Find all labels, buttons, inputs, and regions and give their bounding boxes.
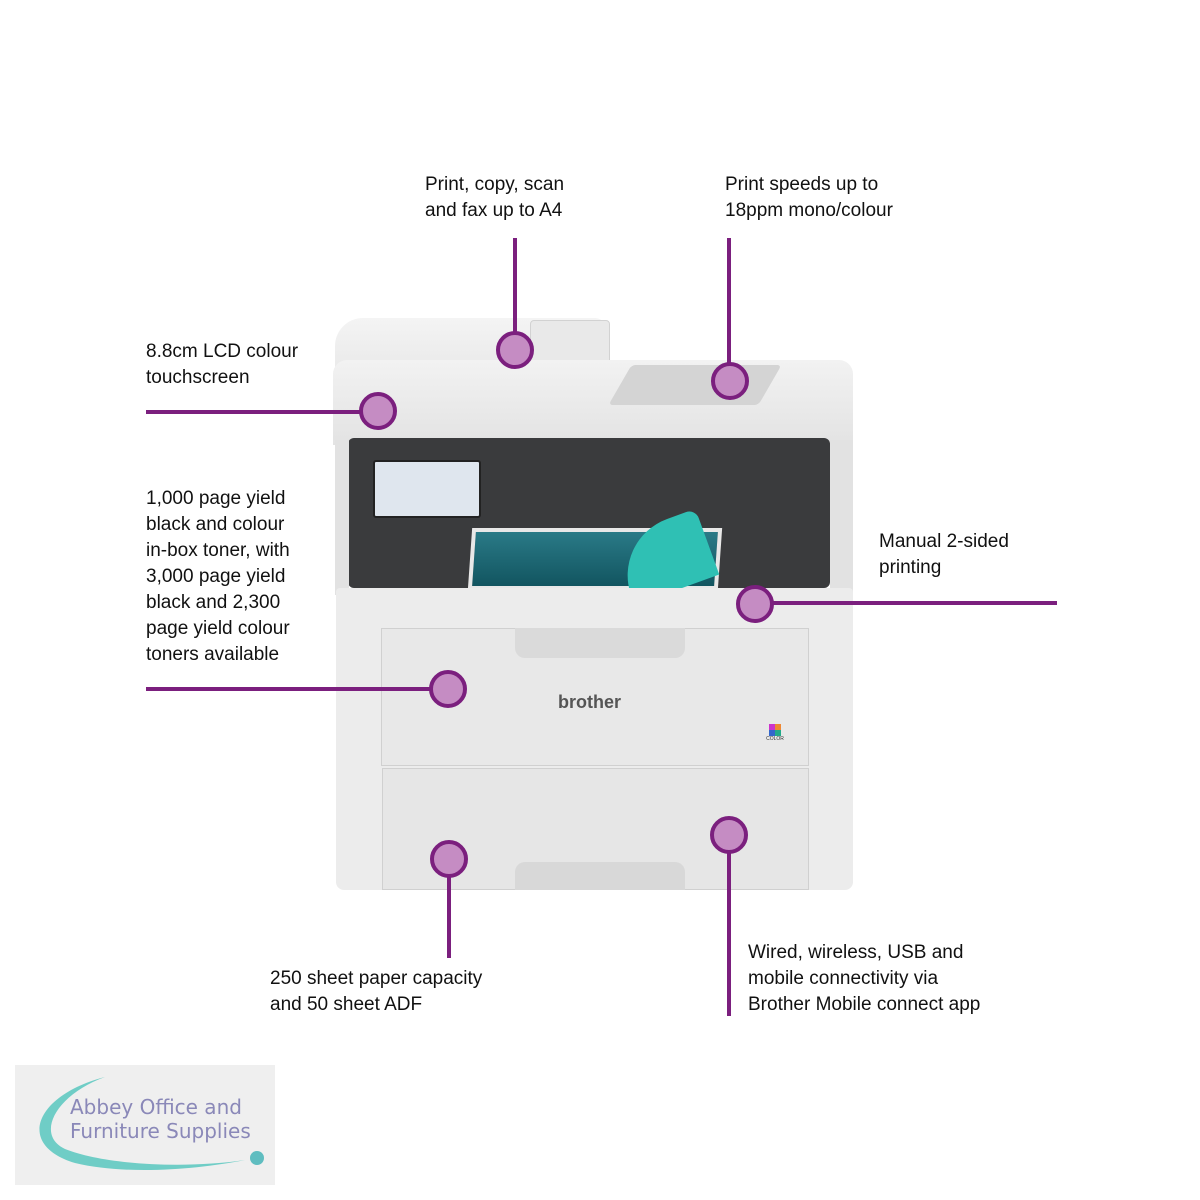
- lcd-screen: [373, 460, 481, 518]
- brand-logo: brother: [558, 692, 621, 712]
- callout-speed-marker: [711, 362, 749, 400]
- callout-functions-text: Print, copy, scan and fax up to A4: [425, 174, 565, 221]
- callout-toner-marker: [429, 670, 467, 708]
- printer-side: [830, 440, 853, 595]
- callout-connectivity-text: Wired, wireless, USB and mobile connecti…: [748, 942, 981, 1015]
- color-badge-icon: [769, 724, 781, 736]
- logo-swoosh-icon: [39, 1077, 264, 1171]
- color-badge: COLOR: [762, 724, 788, 750]
- callout-speed-text: Print speeds up to 18ppm mono/colour: [725, 174, 893, 221]
- callout-paper-marker: [430, 840, 468, 878]
- callout-speed-line: [727, 238, 731, 368]
- callout-paper-text: 250 sheet paper capacity and 50 sheet AD…: [270, 968, 483, 1015]
- callout-duplex-text: Manual 2-sided printing: [879, 531, 1009, 578]
- callout-lcd-line: [146, 410, 361, 414]
- logo-text: Abbey Office and Furniture Supplies: [70, 1095, 251, 1143]
- printer-side-left: [335, 440, 349, 595]
- cover-handle: [515, 628, 685, 658]
- callout-functions-marker: [496, 331, 534, 369]
- callout-connectivity-marker: [710, 816, 748, 854]
- callout-connectivity-line: [727, 850, 731, 1016]
- tray-handle: [515, 862, 685, 890]
- callout-functions-line: [513, 238, 517, 338]
- color-badge-label: COLOR: [766, 736, 784, 742]
- callout-duplex-line: [770, 601, 1057, 605]
- callout-paper-line: [447, 875, 451, 958]
- callout-duplex-marker: [736, 585, 774, 623]
- callout-toner-line: [146, 687, 431, 691]
- printer-output-slot: [608, 365, 782, 405]
- callout-lcd-marker: [359, 392, 397, 430]
- abbey-logo: Abbey Office and Furniture Supplies: [15, 1065, 275, 1185]
- callout-lcd-text: 8.8cm LCD colour touchscreen: [146, 341, 299, 388]
- callout-toner-text: 1,000 page yield black and colour in-box…: [146, 488, 290, 665]
